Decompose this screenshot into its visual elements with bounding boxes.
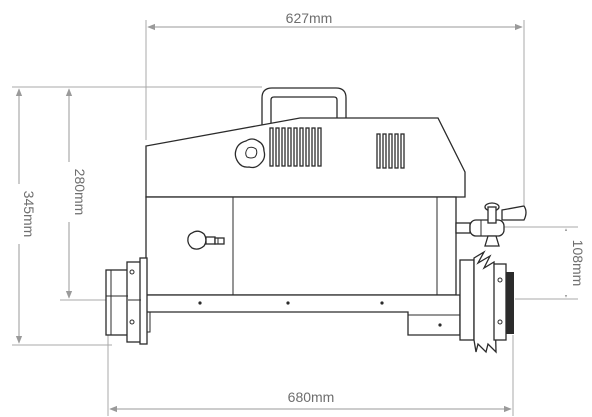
dim-label-side-height: 108mm: [570, 240, 586, 287]
dimension-top: 627mm: [145, 10, 525, 205]
dim-label-inner-height: 280mm: [72, 169, 88, 216]
vent-slots-right: [376, 133, 405, 169]
dimension-left-outer: 345mm: [12, 86, 262, 346]
dimension-left-inner: 280mm: [60, 88, 130, 301]
dim-label-bottom-width: 680mm: [288, 389, 335, 405]
vent-slots-left: [269, 127, 322, 167]
dimension-bottom: 680mm: [107, 335, 514, 416]
dimension-right-side: 108mm: [500, 226, 586, 300]
dim-label-outer-height: 345mm: [21, 191, 37, 238]
base-rail: [145, 294, 461, 336]
lock-knob-icon: [187, 230, 225, 250]
crank-handle: [455, 202, 527, 247]
dim-label-top-width: 627mm: [286, 10, 333, 26]
left-flange: [105, 257, 148, 345]
machine-illustration: [105, 87, 527, 354]
right-bellows: [459, 250, 514, 354]
hood-knob-icon: [234, 138, 266, 169]
